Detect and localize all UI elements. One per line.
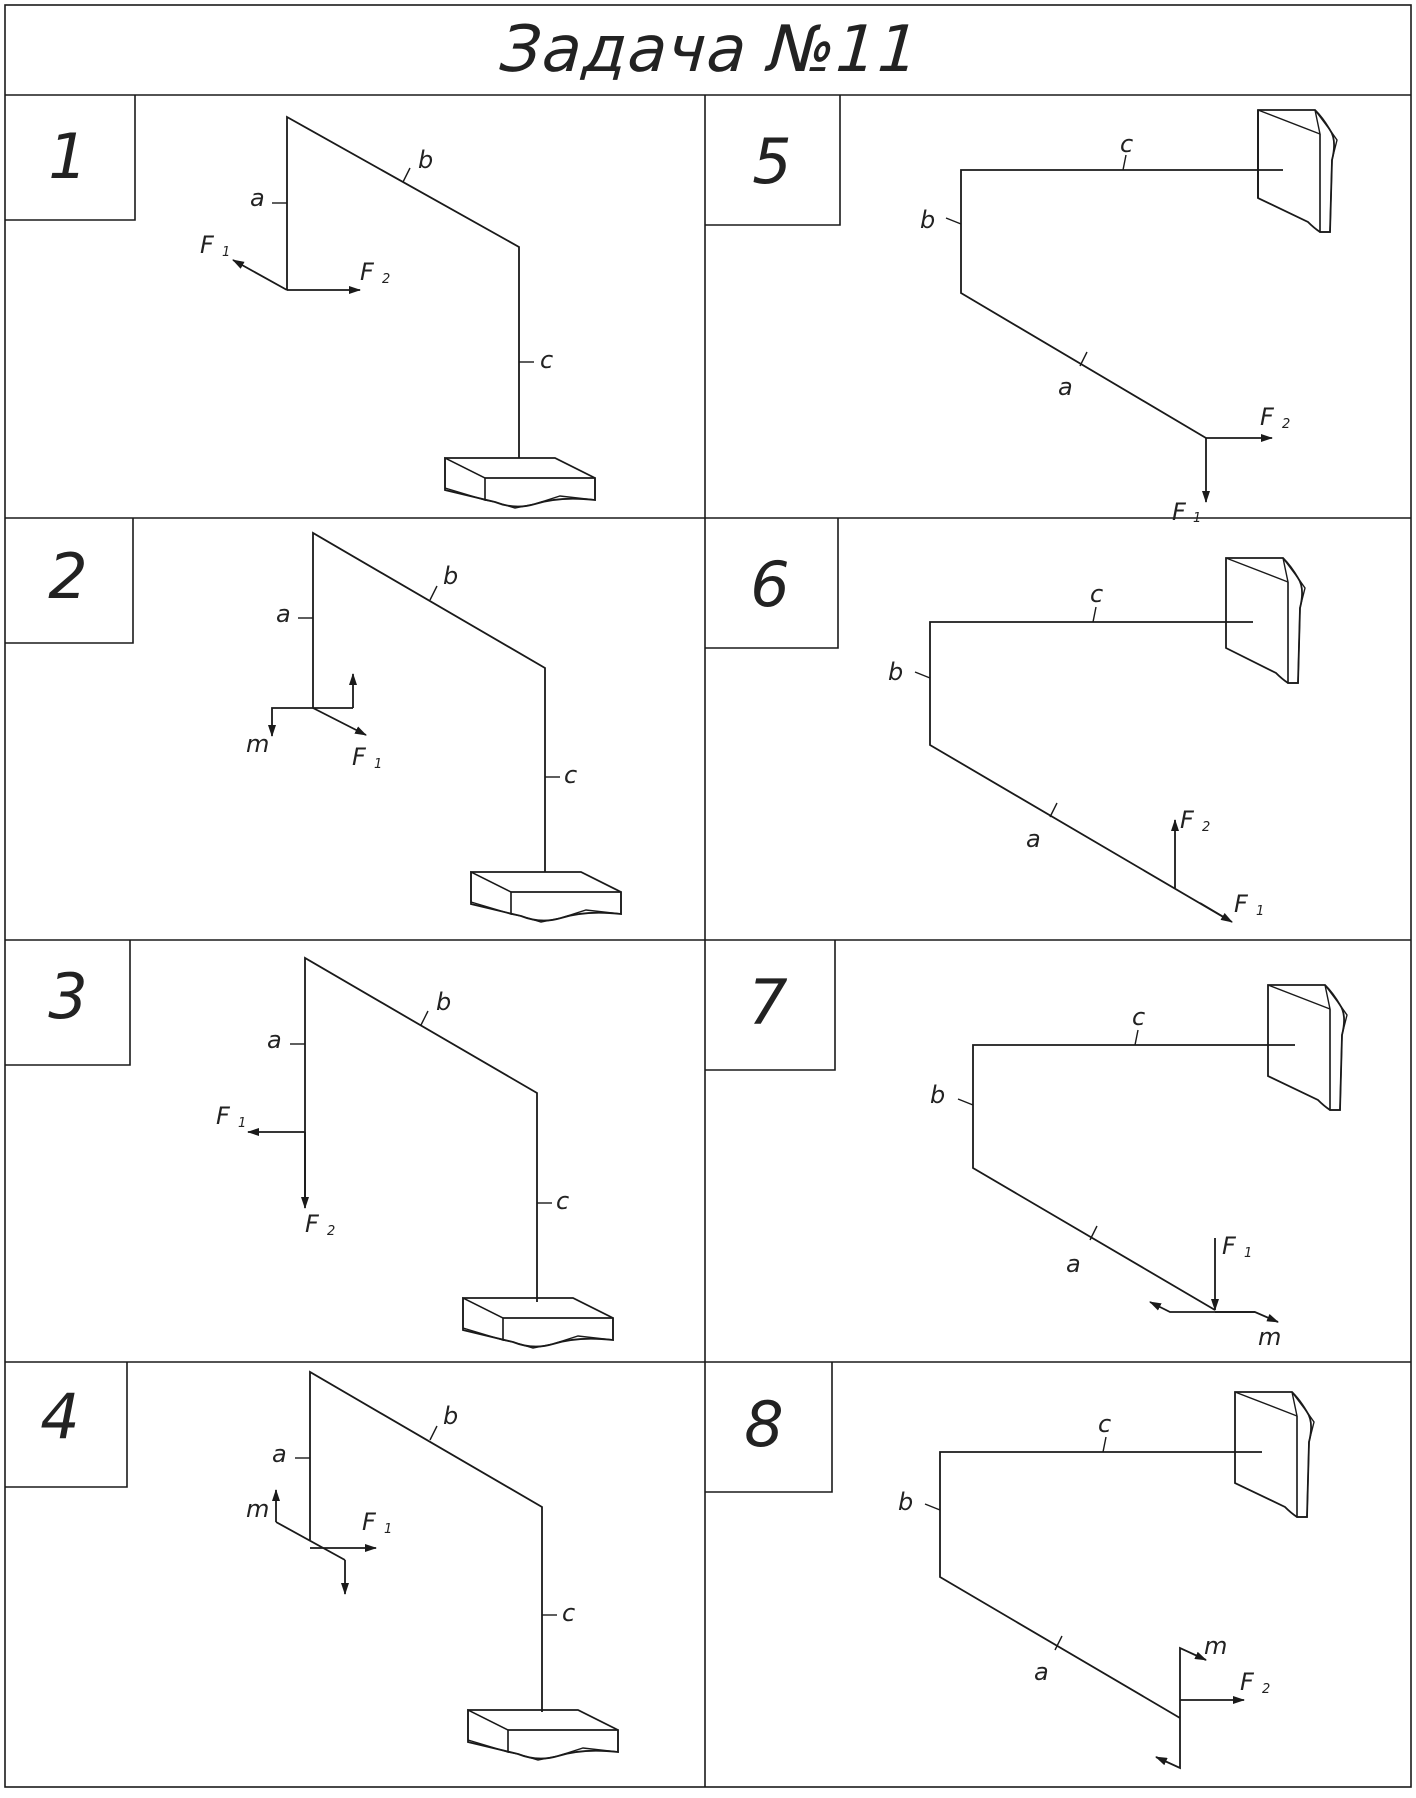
load-label-f2: F	[360, 258, 375, 286]
diagram-frame-7	[957, 984, 1348, 1323]
sheet-grid	[4, 4, 1412, 1788]
member-label-c: c	[1090, 580, 1103, 608]
member-label-b: b	[920, 206, 935, 234]
member-label-c: c	[1098, 1410, 1111, 1438]
member-label-c: c	[540, 346, 553, 374]
load-index-f1: 1	[1256, 904, 1264, 919]
load-label-f2: F	[305, 1210, 320, 1238]
load-index-f1: 1	[1193, 511, 1201, 526]
member-label-a: a	[1066, 1250, 1081, 1278]
panel-number-2: 2	[48, 540, 88, 613]
member-label-c: c	[564, 761, 577, 789]
panel-number-4: 4	[40, 1380, 80, 1453]
member-label-a: a	[1034, 1658, 1049, 1686]
load-label-f1: F	[362, 1508, 377, 1536]
diagram-frame-3	[247, 956, 614, 1349]
load-index-f1: 1	[384, 1522, 392, 1537]
load-index-f1: 1	[238, 1116, 246, 1131]
load-label-m: m	[246, 730, 269, 758]
load-label-f1: F	[1234, 890, 1249, 918]
panel-number-1: 1	[48, 120, 88, 193]
load-index-f1: 1	[374, 757, 382, 772]
member-label-b: b	[443, 1402, 458, 1430]
member-label-c: c	[1120, 130, 1133, 158]
member-label-a: a	[1026, 825, 1041, 853]
load-label-m: m	[1258, 1323, 1281, 1351]
member-label-b: b	[898, 1488, 913, 1516]
load-label-m: m	[246, 1495, 269, 1523]
member-label-b: b	[930, 1081, 945, 1109]
load-label-f1: F	[1172, 498, 1187, 526]
diagram-frame-5	[945, 109, 1338, 503]
diagram-frame-4	[272, 1370, 619, 1761]
panel-number-8: 8	[744, 1388, 784, 1461]
member-label-a: a	[276, 600, 291, 628]
load-label-f2: F	[1240, 1668, 1255, 1696]
load-index-f2: 2	[327, 1224, 335, 1239]
member-label-a: a	[267, 1026, 282, 1054]
member-label-b: b	[443, 562, 458, 590]
diagram-frame-8	[924, 1391, 1315, 1770]
load-index-f1: 1	[222, 245, 230, 260]
member-label-b: b	[436, 988, 451, 1016]
member-label-b: b	[418, 146, 433, 174]
number-boxes	[5, 95, 841, 1493]
diagram-frame-6	[914, 557, 1306, 919]
load-index-f2: 2	[382, 272, 390, 287]
panel-number-6: 6	[750, 548, 790, 621]
panel-number-5: 5	[752, 125, 792, 198]
load-label-f1: F	[216, 1102, 231, 1130]
load-index-f2: 2	[1262, 1682, 1270, 1697]
load-index-f1: 1	[1244, 1246, 1252, 1261]
load-index-f2: 2	[1282, 417, 1290, 432]
load-label-f2: F	[1180, 806, 1195, 834]
member-label-a: a	[272, 1440, 287, 1468]
member-label-c: c	[1132, 1003, 1145, 1031]
load-arrow-f1	[1199, 902, 1233, 923]
panel-number-7: 7	[748, 966, 788, 1039]
member-label-a: a	[1058, 373, 1073, 401]
member-label-a: a	[250, 184, 265, 212]
member-label-c: c	[562, 1599, 575, 1627]
member-label-c: c	[556, 1187, 569, 1215]
load-index-f2: 2	[1202, 820, 1210, 835]
load-label-f2: F	[1260, 403, 1275, 431]
diagram-frame-2	[268, 531, 622, 923]
load-label-f1: F	[200, 231, 215, 259]
load-label-m: m	[1204, 1632, 1227, 1660]
diagram-frame-1	[232, 115, 596, 509]
load-label-f1: F	[1222, 1232, 1237, 1260]
member-label-b: b	[888, 658, 903, 686]
panel-number-3: 3	[48, 960, 88, 1033]
load-label-f1: F	[352, 743, 367, 771]
